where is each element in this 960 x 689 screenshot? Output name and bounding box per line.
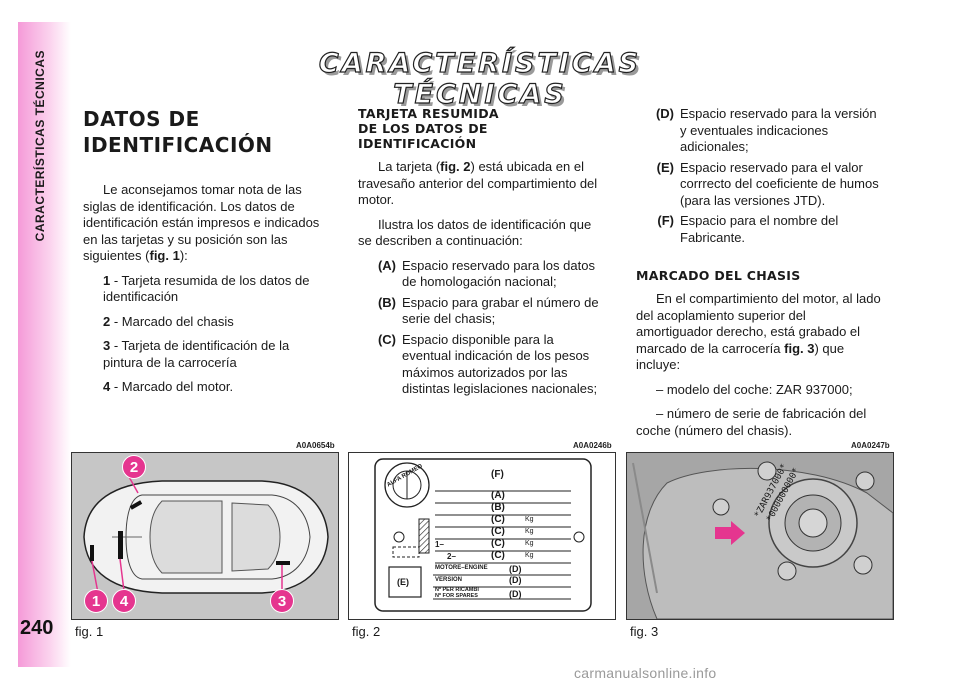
- figure-car-top-view: 2 1 4 3: [71, 452, 339, 620]
- figure-code: A0A0246b: [573, 441, 612, 450]
- plate-row-c: (C): [491, 526, 505, 537]
- definition-item: (B)Espacio para grabar el número de seri…: [377, 294, 599, 327]
- column-summary-card: TARJETA RESUMIDA DE LOS DATOS DE IDENTIF…: [358, 106, 603, 402]
- plate-outline: [374, 458, 592, 612]
- plate-kg: Kg: [525, 528, 534, 535]
- figure-identification-plate: ALFA ROMEO (F) (A) (B) (C) (C) (C) (C) K…: [348, 452, 616, 620]
- list-item: 2 - Marcado del chasis: [103, 313, 234, 329]
- chassis-serial-item: – número de serie de fabricación del coc…: [636, 406, 867, 438]
- plate-row-d: (D): [509, 575, 522, 585]
- figure-code: A0A0247b: [851, 441, 890, 450]
- watermark: carmanualsonline.info: [574, 665, 717, 681]
- page-number: 240: [20, 617, 54, 639]
- chassis-location-paragraph: En el compartimiento del motor, al lado …: [636, 291, 881, 372]
- sidebar-band: [18, 22, 71, 667]
- plate-row-a: (A): [491, 490, 505, 501]
- figure-caption: fig. 1: [75, 624, 104, 639]
- callout-1: 1: [84, 589, 108, 613]
- plate-version: VERSION: [435, 577, 463, 583]
- plate-row-c: (C): [491, 550, 505, 561]
- definition-item: (C)Espacio disponible para la eventual i…: [377, 331, 598, 397]
- callout-4: 4: [112, 589, 136, 613]
- section-heading-identification: DATOS DE IDENTIFICACIÓN: [83, 107, 273, 157]
- callout-3: 3: [270, 589, 294, 613]
- page-title: CARACTERÍSTICAS TÉCNICAS: [318, 47, 642, 110]
- section-heading-chassis: MARCADO DEL CHASIS: [636, 268, 801, 283]
- definition-item: (F)Espacio para el nombre del Fabricante…: [657, 213, 839, 245]
- definition-item: (A)Espacio reservado para los datos de h…: [377, 257, 595, 290]
- list-item: 4 - Marcado del motor.: [103, 379, 234, 394]
- card-location-paragraph: La tarjeta (fig. 2) está ubicada en el t…: [358, 159, 598, 207]
- section-heading-summary-card: TARJETA RESUMIDA DE LOS DATOS DE IDENTIF…: [358, 106, 499, 151]
- plate-kg: Kg: [525, 552, 534, 559]
- card-contents-paragraph: Ilustra los datos de identificación que …: [358, 216, 592, 249]
- definition-item: (E)Espacio reservado para el valor corrr…: [656, 159, 879, 208]
- car-illustration: [72, 453, 338, 619]
- plate-row-e: (E): [397, 577, 409, 587]
- column-chassis: (D)Espacio reservado para la versión y e…: [636, 106, 881, 447]
- plate-row-b: (B): [491, 502, 505, 513]
- chassis-model-item: – modelo del coche: ZAR 937000;: [656, 381, 853, 397]
- plate-row-c: (C): [491, 538, 505, 549]
- plate-row-label: 1–: [435, 540, 444, 549]
- intro-paragraph: Le aconsejamos tomar nota de las siglas …: [83, 182, 320, 263]
- column-identification: DATOS DE IDENTIFICACIÓN Le aconsejamos t…: [83, 106, 324, 404]
- plate-kg: Kg: [525, 540, 534, 547]
- figure-chassis-engraving: *ZAR937000* *000000000*: [626, 452, 894, 620]
- fig-reference: fig. 2: [440, 159, 471, 174]
- figure-code: A0A0654b: [296, 441, 335, 450]
- plate-row-c: (C): [491, 514, 505, 525]
- plate-row-d: (D): [509, 564, 522, 574]
- plate-kg: Kg: [525, 516, 534, 523]
- callout-2: 2: [122, 455, 146, 479]
- definition-item: (D)Espacio reservado para la versión y e…: [655, 106, 877, 154]
- figure-caption: fig. 3: [630, 624, 659, 639]
- plate-row-f: (F): [491, 469, 504, 480]
- fig-reference: fig. 3: [784, 340, 815, 356]
- plate-row-d: (D): [509, 589, 522, 599]
- figure-caption: fig. 2: [352, 624, 381, 639]
- shock-mount-illustration: [627, 453, 893, 619]
- sidebar-title: CARACTERÍSTICAS TÉCNICAS: [33, 50, 47, 242]
- plate-motore: MOTORE–ENGINE: [435, 565, 488, 571]
- fig-reference: fig. 1: [149, 248, 180, 263]
- plate-row-label: 2–: [447, 552, 456, 561]
- list-item: 1 - Tarjeta resumida de los datos de ide…: [103, 272, 310, 305]
- list-item: 3 - Tarjeta de identificación de la pint…: [103, 338, 290, 370]
